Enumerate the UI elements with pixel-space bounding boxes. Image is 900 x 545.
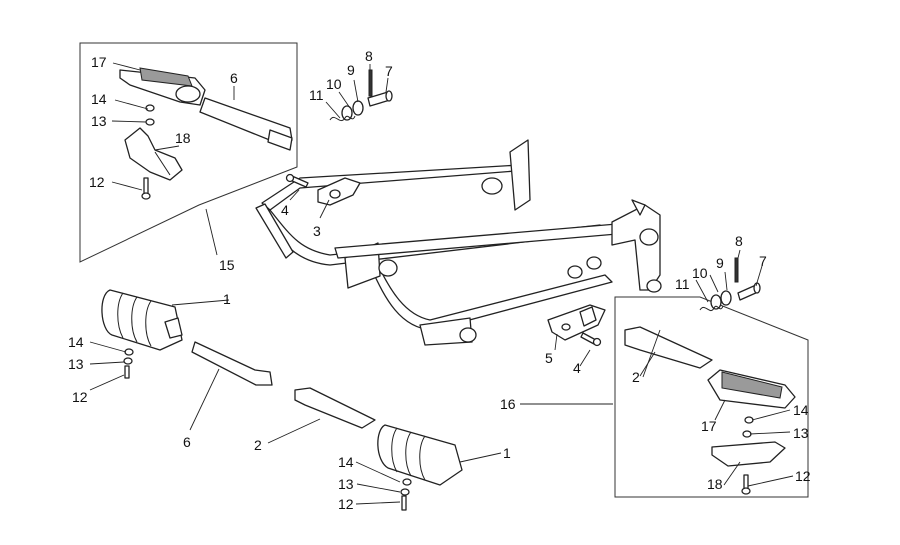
- kit-box-15: [79, 42, 298, 263]
- callout-18: 18: [707, 476, 723, 492]
- callout-6: 6: [230, 70, 238, 86]
- callout-12: 12: [72, 389, 88, 405]
- callout-5: 5: [545, 350, 553, 366]
- callout-13: 13: [793, 425, 809, 441]
- kit-box-16: [614, 296, 809, 498]
- bracket-5: [547, 304, 606, 341]
- callout-17: 17: [91, 54, 107, 70]
- bolt-4-upper: [285, 173, 309, 188]
- fasteners-lower-center: [400, 478, 412, 511]
- cover-18-upper: [124, 127, 183, 181]
- callout-14: 14: [91, 91, 107, 107]
- callout-10: 10: [326, 76, 342, 92]
- bolt-4-right: [580, 332, 602, 347]
- callout-9: 9: [716, 255, 724, 271]
- leader-lines: [89, 62, 794, 505]
- callout-11: 11: [309, 87, 324, 103]
- callout-18: 18: [175, 130, 191, 146]
- footrest-arm-6-upper: [199, 97, 293, 151]
- callout-7: 7: [385, 63, 393, 79]
- hardware-group-upper: [329, 69, 393, 122]
- callout-8: 8: [365, 48, 373, 64]
- callout-12: 12: [795, 468, 811, 484]
- bracket-3: [317, 177, 361, 206]
- callout-12: 12: [89, 174, 105, 190]
- callout-10: 10: [692, 265, 708, 281]
- footrest-frame: [255, 139, 662, 346]
- fasteners-lower-left: [123, 348, 134, 379]
- callout-6: 6: [183, 434, 191, 450]
- callout-13: 13: [338, 476, 354, 492]
- callout-13: 13: [68, 356, 84, 372]
- footpeg-17-upper: [119, 67, 206, 106]
- callout-13: 13: [91, 113, 107, 129]
- callout-14: 14: [68, 334, 84, 350]
- rubber-1-left: [101, 289, 183, 351]
- rubber-1-lower: [377, 424, 463, 486]
- callout-1: 1: [503, 445, 511, 461]
- callout-16: 16: [500, 396, 516, 412]
- callout-2: 2: [632, 369, 640, 385]
- callout-12: 12: [338, 496, 354, 512]
- footrest-arm-6-lower: [191, 341, 273, 386]
- callout-2: 2: [254, 437, 262, 453]
- callout-4: 4: [573, 360, 581, 376]
- callout-14: 14: [793, 402, 809, 418]
- callout-labels: 17 6 14 13 18 12 15 11 10 9 8 7 4 3 1 14…: [68, 48, 811, 512]
- callout-4: 4: [281, 202, 289, 218]
- hardware-group-right: [699, 257, 761, 312]
- callout-3: 3: [313, 223, 321, 239]
- callout-1: 1: [223, 291, 231, 307]
- footrest-arm-2-lower: [294, 387, 376, 429]
- callout-7: 7: [759, 253, 767, 269]
- callout-11: 11: [675, 276, 690, 292]
- footrest-arm-2-right: [624, 326, 713, 369]
- callout-15: 15: [219, 257, 235, 273]
- callout-8: 8: [735, 233, 743, 249]
- footpeg-17-right: [707, 369, 796, 409]
- callout-14: 14: [338, 454, 354, 470]
- callout-9: 9: [347, 62, 355, 78]
- callout-17: 17: [701, 418, 717, 434]
- cover-18-right: [711, 441, 786, 467]
